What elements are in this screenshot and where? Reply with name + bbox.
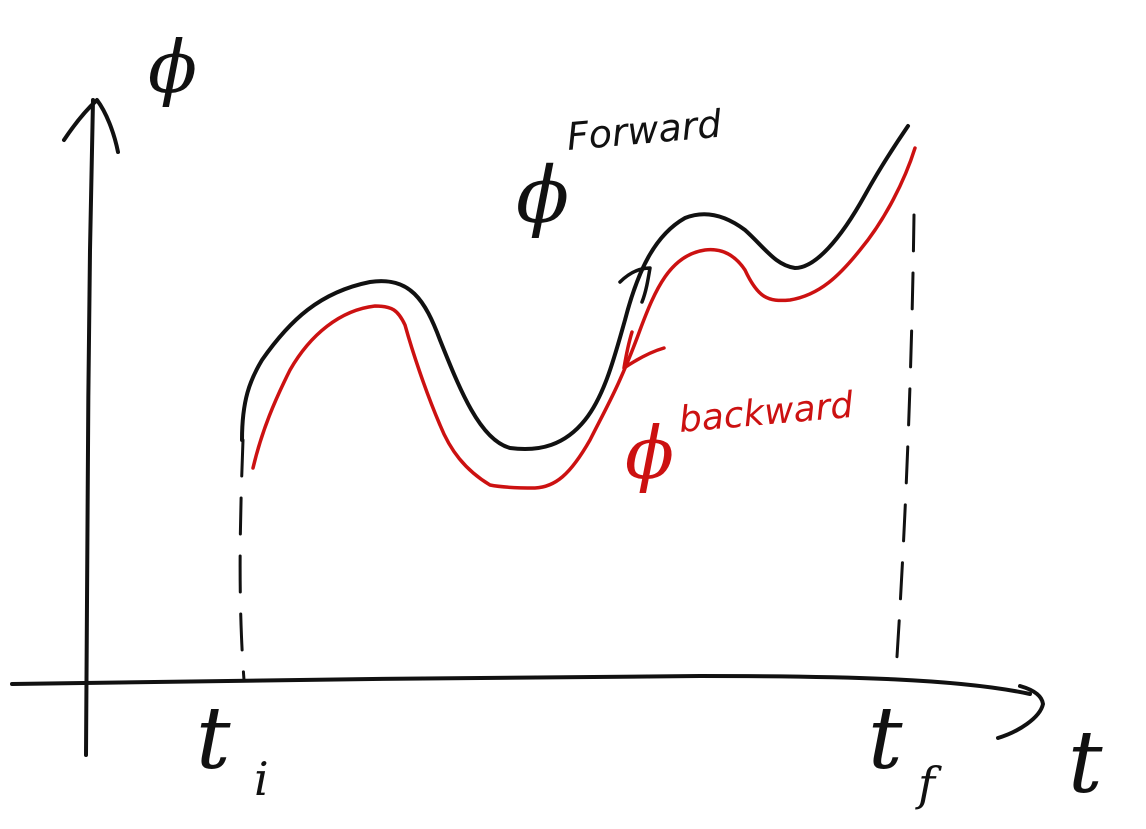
y-axis-label: ϕ bbox=[148, 25, 197, 109]
forward-direction-arrow bbox=[618, 266, 652, 304]
backward-direction-arrow bbox=[622, 330, 666, 370]
x-axis-label: t bbox=[1068, 713, 1103, 813]
start-time-guide bbox=[238, 438, 246, 682]
forward-superscript: Forward bbox=[565, 102, 724, 159]
x-axis bbox=[10, 674, 1032, 696]
end-time-subscript: f bbox=[915, 757, 942, 811]
forward-symbol: ϕ bbox=[516, 151, 569, 241]
forward-trajectory bbox=[240, 124, 910, 452]
x-axis-arrowhead bbox=[996, 684, 1045, 740]
end-time-guide bbox=[894, 213, 916, 674]
backward-symbol: ϕ bbox=[625, 411, 674, 495]
backward-trajectory bbox=[251, 146, 917, 490]
end-time-label: t bbox=[868, 689, 903, 789]
start-time-subscript: i bbox=[254, 752, 269, 806]
start-time-label: t bbox=[196, 689, 231, 789]
y-axis bbox=[84, 98, 95, 757]
backward-superscript: backward bbox=[677, 385, 856, 441]
y-axis-arrowhead bbox=[62, 98, 120, 154]
